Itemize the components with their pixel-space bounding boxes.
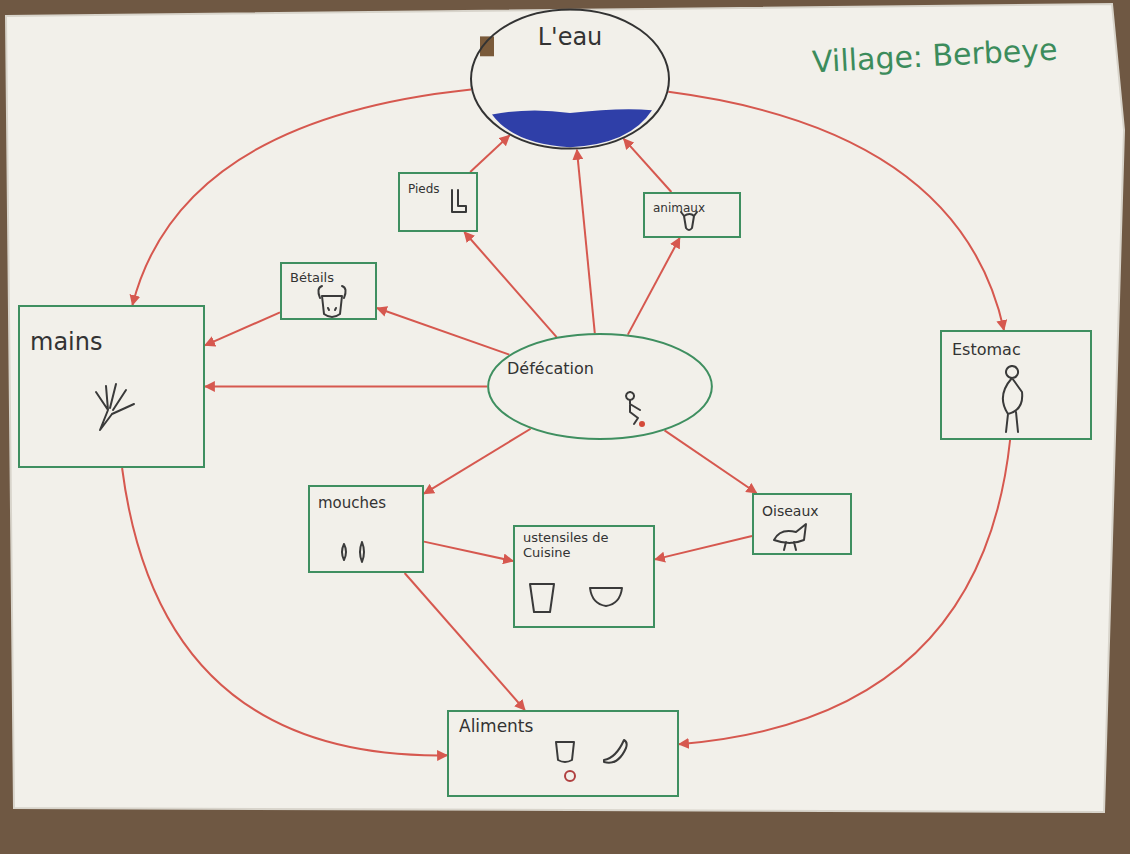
process-box: Aliments <box>447 710 679 797</box>
ellipse-node: L'eau <box>470 8 670 150</box>
arrow-connector <box>628 238 680 335</box>
cup-icon <box>530 584 554 612</box>
arrow-connector <box>655 536 752 559</box>
node-label: Pieds <box>408 183 440 197</box>
squatting-person-icon <box>626 392 640 424</box>
node-label: animaux <box>653 202 705 216</box>
village-label: Village: Berbeye <box>811 32 1058 80</box>
arrow-connector <box>205 386 487 388</box>
process-box: mouches <box>308 485 424 573</box>
arrow-connector <box>464 232 556 337</box>
arrow-connector <box>424 429 531 494</box>
node-label: L'eau <box>538 24 603 52</box>
process-box: Pieds <box>398 172 478 232</box>
arrow-connector <box>405 573 525 710</box>
paper-sheet <box>6 4 1124 812</box>
process-box: ustensiles de Cuisine <box>513 525 655 628</box>
node-label: mains <box>30 329 102 357</box>
arrow-connector <box>205 312 280 345</box>
ellipse-outline <box>487 333 713 440</box>
node-label: Défécation <box>507 360 594 378</box>
fly-icon <box>342 542 364 562</box>
node-label: Aliments <box>459 717 533 737</box>
ellipse-node: Défécation <box>487 333 713 440</box>
arrow-connector <box>679 440 1010 744</box>
arrow-connector <box>424 542 513 561</box>
tomato-icon <box>565 771 575 781</box>
foot-icon <box>452 190 466 212</box>
arrow-connector <box>470 135 509 172</box>
node-label: Estomac <box>952 341 1021 359</box>
arrow-connector <box>665 430 757 493</box>
hand-icon <box>96 384 134 430</box>
process-box: Estomac <box>940 330 1092 440</box>
node-label: Bétails <box>290 271 334 286</box>
bowl-icon <box>590 588 622 606</box>
node-label: Oiseaux <box>762 503 819 519</box>
process-box: Oiseaux <box>752 493 852 555</box>
arrow-connector <box>122 468 447 755</box>
bird-icon <box>774 524 806 550</box>
arrow-connector <box>132 89 471 305</box>
node-label: ustensiles de Cuisine <box>523 531 641 561</box>
process-box: Bétails <box>280 262 377 320</box>
excrement-dot <box>639 421 645 427</box>
node-label: mouches <box>318 495 386 512</box>
process-box: mains <box>18 305 205 468</box>
sick-person-icon <box>1003 366 1022 432</box>
arrow-connector <box>377 308 509 355</box>
arrow-connector <box>624 139 672 192</box>
cow-icon <box>318 286 345 317</box>
pot-icon <box>556 742 574 762</box>
arrow-connector <box>577 150 595 333</box>
water-fill <box>492 109 652 147</box>
banana-icon <box>604 740 627 763</box>
arrow-connector <box>668 92 1004 330</box>
process-box: animaux <box>643 192 741 238</box>
